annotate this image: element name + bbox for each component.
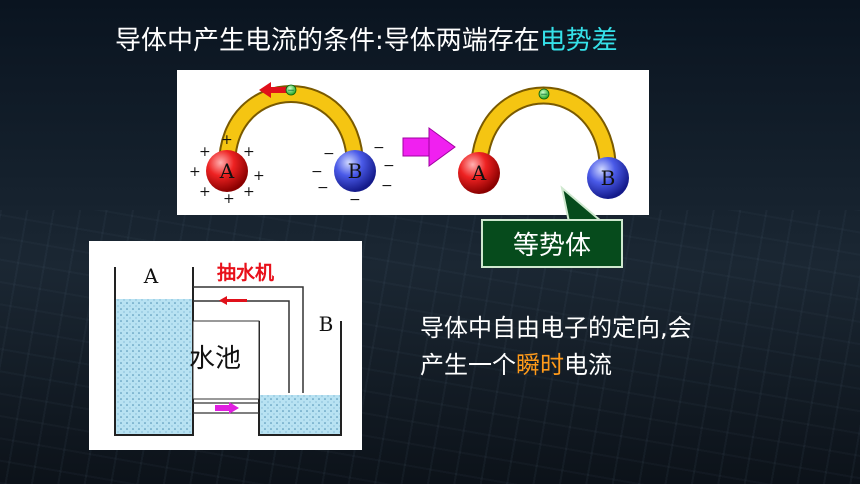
equipotential-callout: 等势体 (481, 219, 623, 268)
charged-spheres-diagram: − A + + + + + + + + B − − − − − − − (177, 70, 649, 215)
slide-title: 导体中产生电流的条件:导体两端存在电势差 (115, 20, 618, 57)
plus-sign: + (199, 184, 211, 200)
negative-charges: − − − − − − − (311, 140, 395, 208)
sphere-b-negative (334, 150, 376, 192)
electron-sign: − (287, 86, 295, 96)
water-pump-svg: A B 抽水机 水池 (114, 261, 342, 436)
plus-sign: + (189, 164, 201, 180)
minus-sign: − (381, 178, 393, 194)
container-b-label: B (319, 312, 334, 336)
sphere-b-neutral (587, 157, 629, 199)
water-pump-analogy-diagram: A B 抽水机 水池 (89, 241, 362, 450)
pump-pipe (193, 286, 304, 393)
pump-arrow-icon (219, 296, 247, 305)
minus-sign: − (323, 146, 335, 162)
container-a-water (115, 299, 193, 435)
sphere-a-label: A (471, 161, 487, 185)
callout-label: 等势体 (512, 231, 591, 261)
current-arrow-icon (259, 82, 289, 98)
plus-sign: + (223, 191, 235, 207)
plus-sign: + (253, 168, 265, 184)
plus-sign: + (243, 144, 255, 160)
minus-sign: − (311, 164, 323, 180)
line2-suffix: 电流 (564, 351, 612, 379)
explanation-text: 导体中自由电子的定向,会 产生一个瞬时电流 (420, 310, 692, 384)
minus-sign: − (383, 158, 395, 174)
container-a-label: A (143, 264, 159, 288)
explanation-line-1: 导体中自由电子的定向,会 (420, 314, 692, 342)
sphere-a-positive (206, 150, 248, 192)
minus-sign: − (349, 192, 361, 208)
electron-icon (538, 88, 550, 100)
minus-sign: − (373, 140, 385, 156)
sphere-b-label: B (348, 159, 363, 183)
flow-arrow-icon (215, 402, 239, 414)
pool-box (192, 320, 260, 400)
line2-prefix: 产生一个 (420, 351, 516, 379)
transition-arrow-icon (402, 127, 456, 167)
positive-charges: + + + + + + + + (189, 132, 265, 207)
minus-sign: − (317, 180, 329, 196)
charged-spheres-svg: − A + + + + + + + + B − − − − − − − (189, 82, 629, 208)
line2-highlight: 瞬时 (516, 351, 564, 379)
plus-sign: + (221, 132, 233, 148)
title-highlight: 电势差 (539, 26, 618, 56)
callout-pointer (560, 185, 610, 227)
electron-icon (285, 84, 297, 96)
sphere-a-label: A (219, 159, 235, 183)
plus-sign: + (243, 184, 255, 200)
pump-label: 抽水机 (217, 261, 274, 284)
plus-sign: + (199, 144, 211, 160)
title-prefix: 导体中产生电流的条件:导体两端存在 (115, 26, 540, 56)
pool-label: 水池 (189, 344, 241, 374)
electron-sign: − (540, 90, 548, 100)
sphere-a-neutral (458, 152, 500, 194)
container-b-water (259, 395, 341, 435)
sphere-b-label: B (601, 166, 616, 190)
explanation-line-2: 产生一个瞬时电流 (420, 347, 692, 384)
